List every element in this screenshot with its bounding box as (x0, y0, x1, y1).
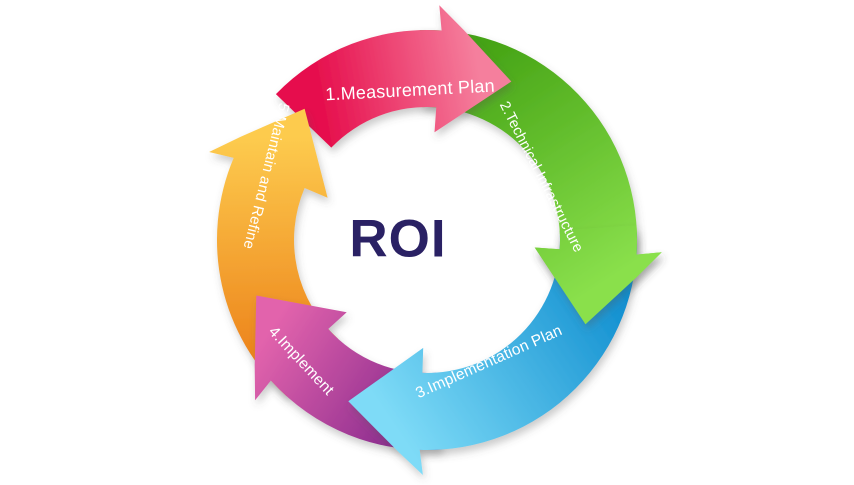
segment-arrow-1 (275, 5, 512, 148)
cycle-segments (209, 5, 662, 475)
segment-arrow-3 (348, 232, 638, 475)
segment-arrow-2-head (534, 225, 662, 325)
center-label-roi: ROI (349, 210, 446, 269)
